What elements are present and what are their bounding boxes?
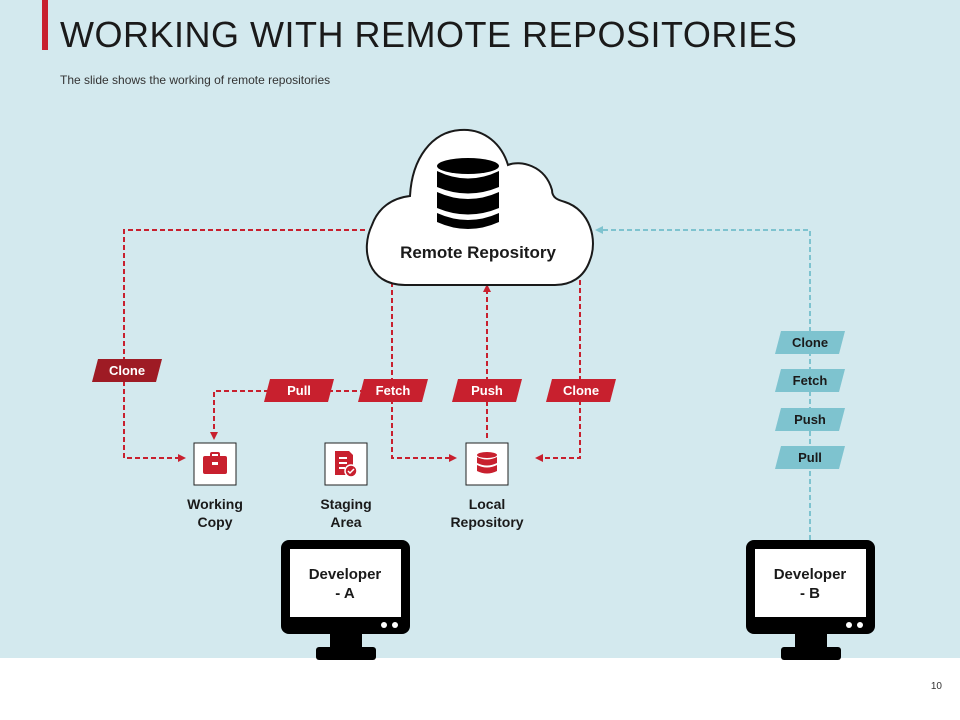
page-title: WORKING WITH REMOTE REPOSITORIES	[60, 14, 798, 55]
connectors-developer-a	[123, 229, 581, 462]
page-subtitle: The slide shows the working of remote re…	[60, 73, 331, 87]
connectors-developer-b	[595, 226, 814, 554]
developer-a-label: Developer - A	[308, 566, 382, 602]
tag-b-fetch: Fetch	[775, 369, 845, 392]
tag-fetch: Fetch	[358, 379, 428, 402]
staging-area-box	[324, 442, 368, 486]
remote-repository-label: Remote Repository	[400, 243, 556, 262]
local-repository-label: Local Repository	[450, 496, 524, 530]
developer-a-monitor	[281, 540, 410, 660]
tag-b-clone-text: Clone	[792, 335, 828, 350]
tag-pull-text: Pull	[287, 383, 311, 398]
title-accent-bar	[42, 0, 48, 50]
working-copy-label: Working Copy	[187, 496, 243, 530]
tag-fetch-text: Fetch	[376, 383, 411, 398]
page-number: 10	[930, 681, 942, 692]
local-repository-box	[465, 442, 509, 486]
tag-clone-right-text: Clone	[563, 383, 599, 398]
tag-pull: Pull	[264, 379, 334, 402]
tag-b-pull-text: Pull	[798, 450, 822, 465]
database-icon	[477, 452, 497, 474]
document-check-icon	[335, 451, 358, 478]
remote-repository-cloud	[365, 128, 594, 286]
tag-b-push: Push	[775, 408, 845, 431]
tag-b-pull: Pull	[775, 446, 845, 469]
bottom-band	[0, 658, 960, 720]
fetch-path	[391, 391, 457, 462]
tag-clone-right: Clone	[546, 379, 616, 402]
clone-path	[123, 229, 365, 462]
tag-clone-outer: Clone	[92, 359, 162, 382]
clone-right-path	[535, 280, 581, 462]
tag-b-clone: Clone	[775, 331, 845, 354]
staging-area-label: Staging Area	[320, 496, 372, 530]
tag-b-fetch-text: Fetch	[793, 373, 828, 388]
tag-clone-outer-text: Clone	[109, 363, 145, 378]
tag-push: Push	[452, 379, 522, 402]
pull-path	[210, 282, 393, 440]
tag-push-text: Push	[471, 383, 503, 398]
database-icon	[437, 158, 499, 229]
working-copy-box	[193, 442, 237, 486]
tag-b-push-text: Push	[794, 412, 826, 427]
briefcase-icon	[203, 452, 227, 474]
developer-b-link-path	[595, 226, 814, 554]
developer-b-label: Developer - B	[773, 566, 847, 602]
developer-b-monitor	[746, 540, 875, 660]
